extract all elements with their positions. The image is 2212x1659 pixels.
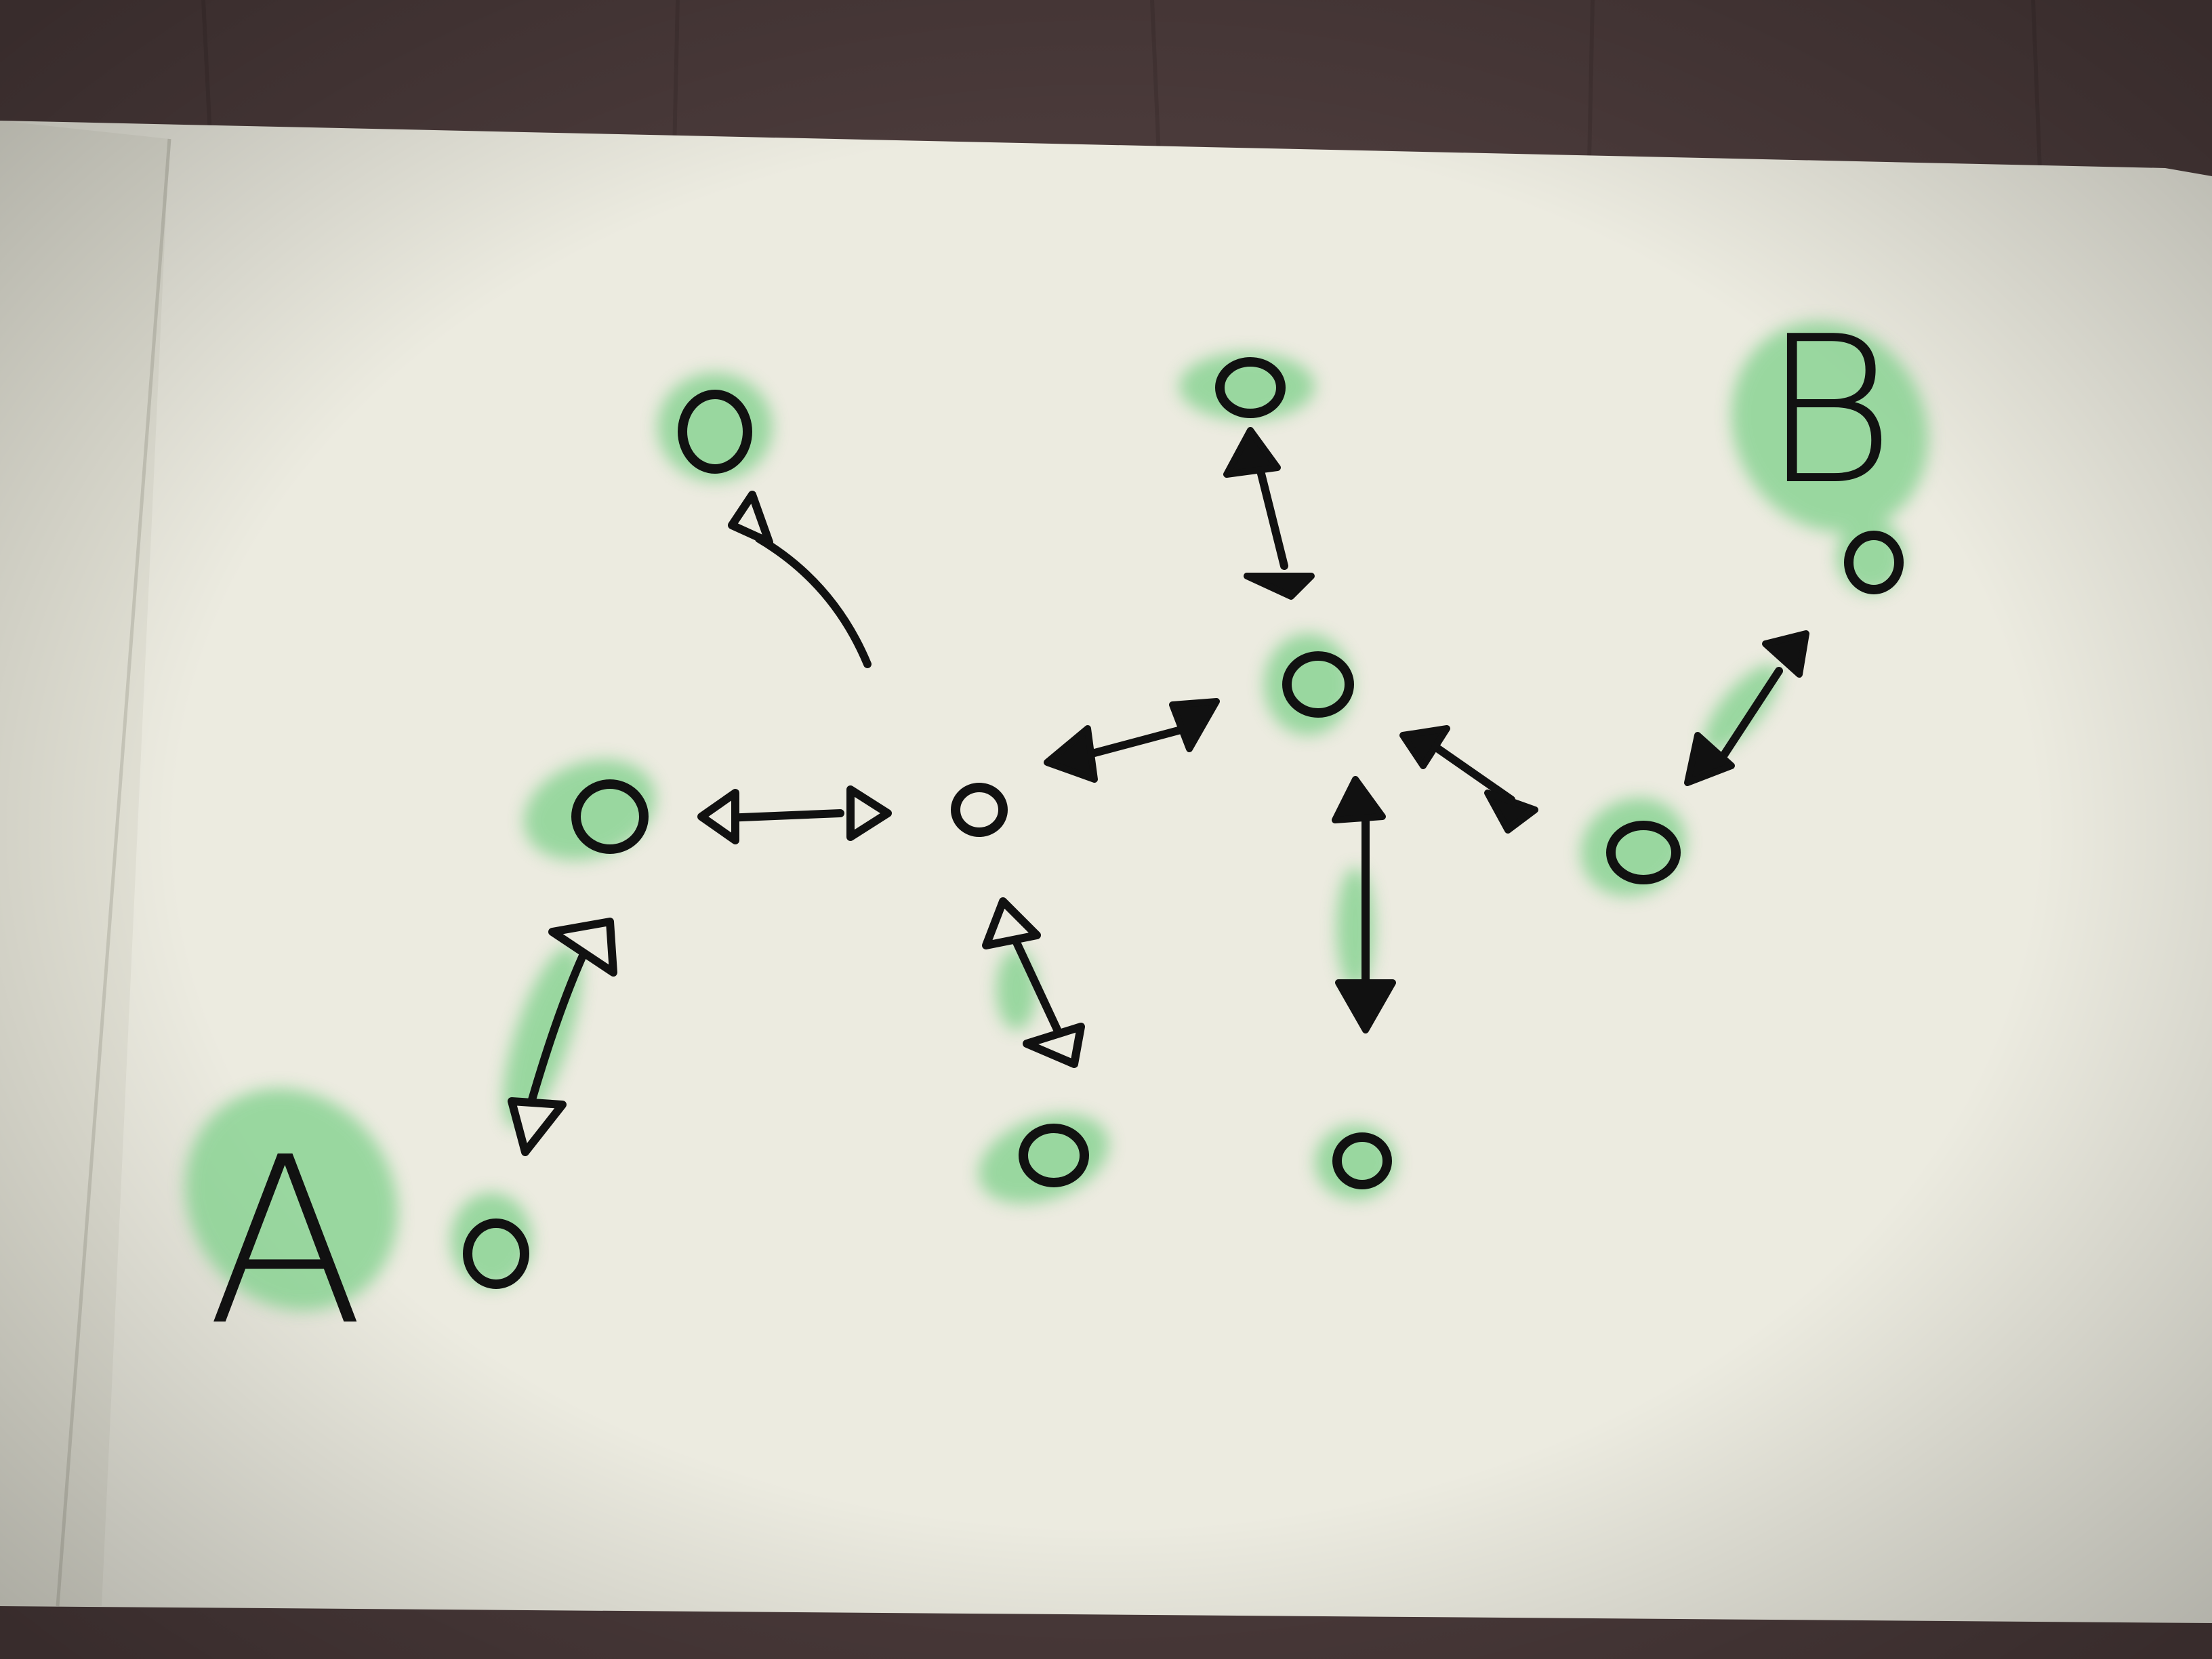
arrowhead-n6-n7-end bbox=[1244, 573, 1315, 600]
start-label: A bbox=[207, 1108, 365, 1376]
node-circle-n9 bbox=[1606, 821, 1681, 884]
edge-n6-n9 bbox=[1429, 741, 1515, 804]
end-label: B bbox=[1762, 293, 1895, 529]
node-layer bbox=[463, 357, 1904, 1289]
arrowhead-n6-n8-start bbox=[1332, 776, 1386, 823]
node-circle-n4 bbox=[678, 390, 752, 474]
node-circle-n10 bbox=[1844, 531, 1904, 594]
arrowhead-n2-n3-end bbox=[846, 785, 892, 841]
edge-n3-n5 bbox=[1009, 931, 1065, 1041]
edge-n1-n2 bbox=[525, 951, 587, 1115]
highlight-n7 bbox=[1179, 352, 1315, 420]
arrowhead-n3-n6-start bbox=[1044, 725, 1098, 783]
edge-layer bbox=[525, 453, 1783, 1115]
arrowhead-n1-n2-end bbox=[548, 918, 617, 977]
highlight-n6 bbox=[1264, 634, 1352, 735]
node-circle-n3 bbox=[951, 783, 1008, 837]
edge-n3-n4 bbox=[755, 535, 872, 668]
highlight-edge-n1-n2 bbox=[503, 946, 581, 1128]
hollow-arrowheads bbox=[508, 491, 1085, 1156]
arrowhead-n2-n3-start bbox=[697, 789, 739, 844]
arrowhead-n3-n5-start bbox=[982, 897, 1041, 949]
arrowhead-n1-n2-start bbox=[508, 1097, 567, 1156]
arrowhead-n6-n7-start bbox=[1223, 427, 1281, 478]
edge-n9-n10 bbox=[1717, 667, 1783, 763]
node-circle-n1 bbox=[463, 1218, 529, 1289]
arrowhead-n3-n6-end bbox=[1169, 698, 1220, 752]
node-circle-n6 bbox=[1282, 651, 1354, 718]
highlight-B bbox=[1731, 321, 1929, 533]
arrowhead-n3-n4-end bbox=[728, 491, 773, 546]
arrowhead-n9-n10-end bbox=[1762, 630, 1809, 678]
arrowhead-n9-n10-start bbox=[1684, 732, 1735, 786]
arrowhead-n6-n9-end bbox=[1484, 790, 1538, 834]
highlight-edge-n3-n5 bbox=[996, 949, 1037, 1030]
edge-n6-n7 bbox=[1253, 453, 1288, 570]
edge-n3-n6 bbox=[1080, 724, 1190, 760]
highlight-edge-n9-n10 bbox=[1703, 664, 1780, 752]
node-circle-n8 bbox=[1332, 1132, 1392, 1189]
filled-arrowheads bbox=[1044, 427, 1809, 1033]
highlight-A bbox=[185, 1088, 398, 1311]
edge-n2-n3 bbox=[721, 809, 844, 822]
node-circle-n5 bbox=[1019, 1124, 1089, 1187]
arrowhead-n6-n9-start bbox=[1399, 725, 1450, 769]
arrowhead-n3-n5-end bbox=[1023, 1023, 1085, 1068]
node-circle-n7 bbox=[1215, 357, 1286, 418]
node-circle-n2 bbox=[571, 779, 649, 854]
arrowhead-n6-n8-end bbox=[1335, 979, 1396, 1033]
